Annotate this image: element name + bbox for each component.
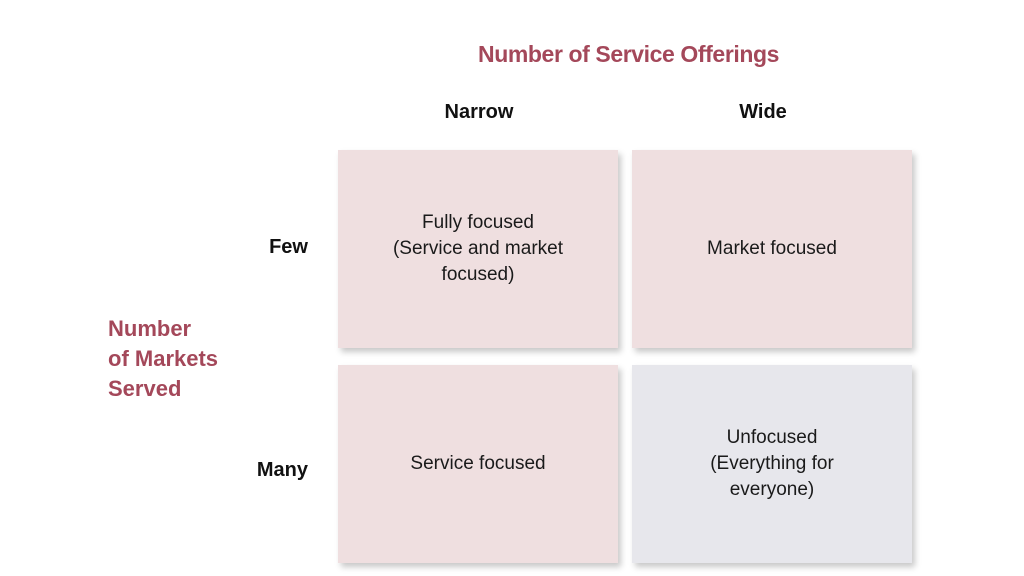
column-label-wide: Wide (739, 101, 787, 123)
matrix-cell-unfocused: Unfocused (Everything for everyone) (632, 365, 912, 563)
side-axis-title-line: Served (108, 376, 182, 401)
cell-text-line: Market focused (707, 238, 837, 259)
cell-text-line: (Everything for (710, 453, 834, 474)
matrix-cell-service-focused: Service focused (338, 365, 618, 563)
cell-text-line: everyone) (729, 479, 815, 500)
cell-text: Service focused (410, 451, 545, 477)
cell-text-line: Service focused (410, 453, 546, 474)
cell-text-line: (Service and market (392, 238, 563, 259)
row-label-many: Many (256, 459, 308, 481)
matrix-cell-market-focused: Market focused (632, 150, 912, 348)
cell-text: Market focused (707, 236, 837, 262)
column-label-narrow: Narrow (444, 101, 514, 123)
row-label-few: Few (269, 236, 308, 258)
cell-text-line: Fully focused (422, 212, 534, 233)
side-axis-title-line: Number (108, 316, 192, 341)
top-axis-title: Number of Service Offerings (478, 41, 780, 67)
cell-text: Fully focused (Service and market focuse… (393, 210, 563, 288)
cell-text-line: Unfocused (726, 427, 818, 448)
matrix-cell-fully-focused: Fully focused (Service and market focuse… (338, 150, 618, 348)
cell-text: Unfocused (Everything for everyone) (710, 425, 834, 503)
side-axis-title-line: of Markets (108, 346, 219, 371)
side-axis-title: Number of Markets Served (108, 314, 288, 404)
cell-text-line: focused) (441, 264, 515, 285)
